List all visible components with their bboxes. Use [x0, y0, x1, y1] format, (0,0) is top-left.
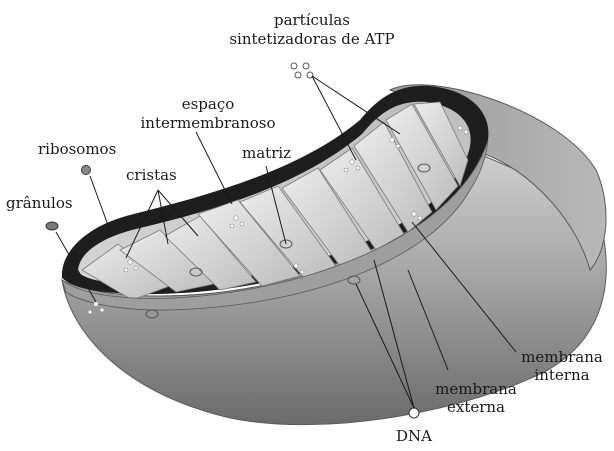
- matrix-label: matriz: [242, 145, 291, 162]
- atp-particles-icon: [291, 63, 313, 78]
- outer-membrane-label-line1: membrana: [426, 381, 526, 398]
- cristae-label: cristas: [126, 167, 177, 184]
- inner-membrane-label-line2: interna: [512, 367, 612, 384]
- inner-membrane-label-line1: membrana: [512, 349, 612, 366]
- granule-icon: [46, 222, 58, 230]
- outer-membrane-label-line2: externa: [426, 399, 526, 416]
- intermembrane-space-label-line1: espaço: [148, 96, 268, 113]
- atp-particles-label-line2: sintetizadoras de ATP: [214, 31, 410, 48]
- ribosomes-label: ribosomos: [38, 141, 116, 158]
- granules-label: grânulos: [6, 195, 73, 212]
- atp-particles-label-line1: partículas: [232, 12, 392, 29]
- dna-label: DNA: [384, 428, 444, 445]
- dna-icon: [409, 408, 419, 418]
- intermembrane-space-label-line2: intermembranoso: [140, 115, 276, 132]
- ribosome-icon: [82, 166, 91, 175]
